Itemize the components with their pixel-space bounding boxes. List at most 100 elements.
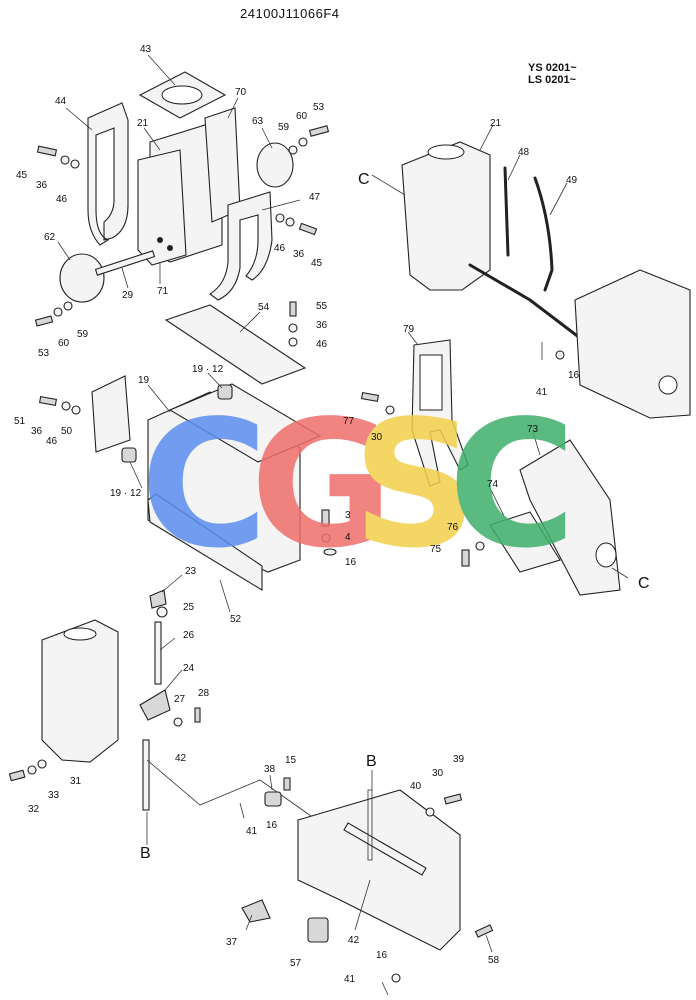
watermark: C G S C [140,384,576,587]
callout: 36 [31,426,43,437]
callout: 39 [453,754,465,765]
right-column-assembly [360,141,691,596]
callout: 52 [230,614,242,625]
callout: 51 [14,416,26,427]
guard-box-73 [519,439,621,596]
callout: 16 [266,820,278,831]
callout: 28 [198,688,210,699]
watermark-letter-g: G [250,384,394,587]
callout: 54 [258,302,270,313]
callout: 45 [311,258,323,269]
callout-labels: 43 44 70 21 63 59 60 53 45 36 46 47 46 3… [14,44,580,985]
block-38 [264,791,282,807]
callout: 55 [316,301,328,312]
bolt-set-45 [36,145,80,169]
callout: 77 [343,416,355,427]
lever-24 [139,689,171,721]
lower-column-assembly [8,589,346,841]
bolt-set-32 [8,759,47,782]
rod-42-left [142,739,150,811]
callout: 42 [175,753,187,764]
serial-line-ys: YS 0201~ [528,62,577,74]
linkage-rod [468,263,582,340]
washer-16 [555,350,565,360]
callout: 31 [70,776,82,787]
cover-disc-63 [256,142,294,188]
callout: 46 [316,339,328,350]
bolt-15 [283,777,291,791]
callout: 57 [290,958,302,969]
callout: 42 [348,935,360,946]
frame-19-top [168,383,322,463]
cable-link [146,759,346,841]
callout: 16 [568,370,580,381]
callout: 71 [157,286,169,297]
serial-line-ls: LS 0201~ [528,74,577,86]
shaft-29 [94,250,156,276]
callout: 21 [490,118,502,129]
cover-52 [147,493,263,591]
housing-box [297,789,461,951]
guard-box-hole [595,542,617,568]
bolt-set-53-left [34,301,73,327]
callout: 58 [488,955,500,966]
pin-41-mid [239,802,245,819]
callout: 33 [48,790,60,801]
callout: 76 [447,522,459,533]
callout: 21 [137,118,149,129]
callout: 53 [313,102,325,113]
ref-letter-b-bottom: B [366,753,377,770]
callout: 4 [345,532,351,543]
watermark-letter-s: S [352,384,478,587]
column-21-right [401,141,491,291]
bolt-set-55 [288,301,298,347]
right-bracket-47 [209,191,273,301]
left-bracket-44 [87,102,129,246]
callout: 40 [410,781,422,792]
callout: 49 [566,175,578,186]
callout: 25 [183,602,195,613]
column-front-71 [137,149,187,266]
callout: 26 [183,630,195,641]
washer-27 [173,717,183,727]
watermark-letter-c1: C [140,384,268,587]
cover-disc-62 [59,253,105,303]
rod-26 [154,621,162,685]
callout: 62 [44,232,56,243]
callout: 30 [432,768,444,779]
callout: 60 [58,338,70,349]
ref-letter-c-top: C [358,171,370,188]
callout: 30 [371,432,383,443]
bracket-50 [91,375,131,453]
callout: 75 [430,544,442,555]
callout: 41 [536,387,548,398]
bolt-set-3 [321,509,337,556]
serial-range: YS 0201~ LS 0201~ [528,62,577,86]
bolt-set-75 [461,541,485,567]
column-lower-hole [63,627,97,641]
ref-letter-b-left: B [140,845,151,862]
rod-42-right [343,822,427,876]
bolt-set-77 [360,392,395,415]
mount-block [574,269,691,419]
callout: 74 [487,479,499,490]
callout: 24 [183,663,195,674]
nut-25 [156,606,168,618]
callout: 15 [285,755,297,766]
callout: 16 [345,557,357,568]
switch-57 [307,917,329,943]
callout: 16 [376,950,388,961]
bolt-set-53-top [288,125,330,155]
watermark-letter-c2: C [448,384,576,587]
bolt-set-51 [38,396,81,415]
drawing-number: 24100J11066F4 [240,6,340,21]
mount-block-hole [658,375,678,395]
pin-41-bottom [381,981,389,996]
bolt-58 [474,924,494,938]
spacer-19-12 [217,384,233,400]
callout: 19 · 12 [110,488,142,499]
callout: 47 [309,192,321,203]
callout: 59 [278,122,290,133]
rod-48 [503,166,510,257]
